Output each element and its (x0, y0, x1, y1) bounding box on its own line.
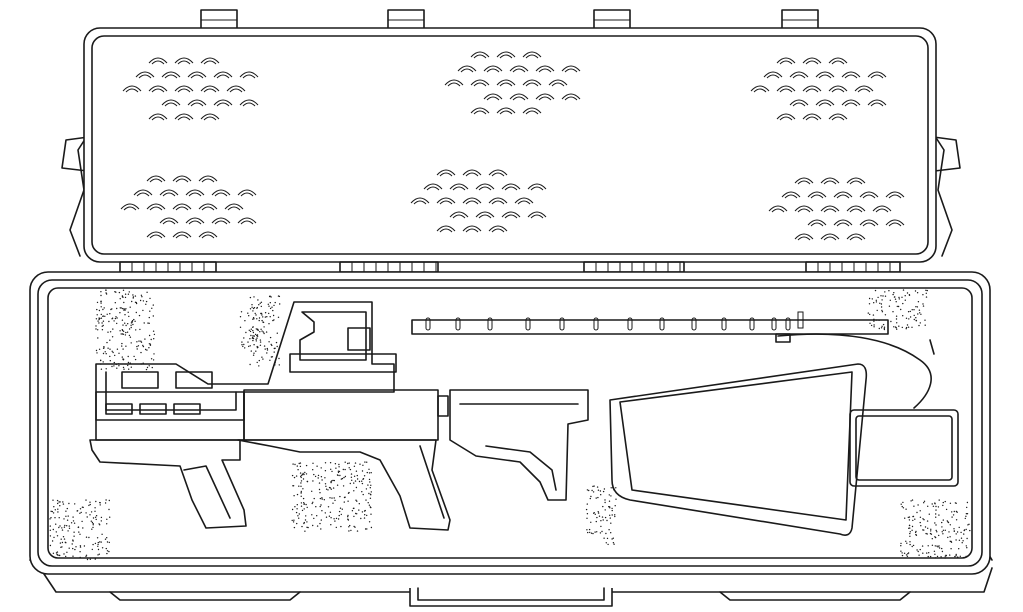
rod-pins (425, 311, 804, 331)
lid-foam-pattern (120, 51, 905, 241)
case-lid (61, 9, 961, 263)
stock-cutout (449, 389, 589, 501)
case-hinge (119, 261, 901, 273)
antenna-cable (777, 333, 932, 409)
antenna-panel-cutout (609, 363, 868, 536)
battery-pack-cutout (849, 409, 959, 487)
hinge-knuckles (131, 262, 891, 272)
case-base (29, 271, 993, 607)
barrel-rod-cutout (411, 311, 889, 335)
lower-receiver-cutout (89, 439, 451, 531)
foam-speckle-texture (49, 289, 971, 561)
